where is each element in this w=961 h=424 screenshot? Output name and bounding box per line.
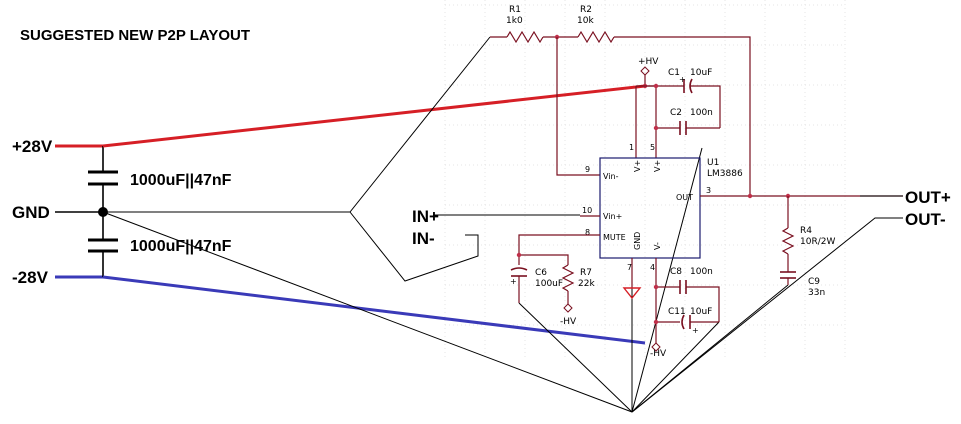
r7-resistor — [561, 264, 575, 304]
svg-text:+: + — [679, 75, 686, 84]
c8-ref: C8 — [670, 267, 682, 277]
upper-reservoir-capacitor — [88, 146, 118, 212]
c9-capacitor — [780, 271, 796, 285]
out-minus-label: OUT- — [905, 210, 946, 229]
u1-part: LM3886 — [707, 169, 743, 179]
pin-10-number: 10 — [582, 206, 592, 215]
r1-value: 1k0 — [506, 16, 523, 26]
pin-1-number: 1 — [629, 143, 634, 152]
star-to-c6-wire — [518, 302, 633, 413]
c9-value: 33n — [808, 288, 825, 298]
c9-ref: C9 — [808, 277, 820, 287]
pin-5-number: 5 — [650, 143, 655, 152]
r1-ref: R1 — [509, 5, 521, 15]
star-to-c2-wire — [631, 147, 703, 413]
pin-7-number: 7 — [627, 263, 632, 272]
in-minus-label: IN- — [412, 229, 435, 248]
r7-value: 22k — [578, 279, 595, 289]
r2-resistor — [577, 30, 751, 196]
pin-mute-label: MUTE — [603, 233, 626, 242]
neg-rail-label: -28V — [12, 268, 49, 287]
c1-capacitor: + — [664, 75, 721, 128]
pin-4-number: 4 — [650, 263, 655, 272]
pos-hv-net — [644, 75, 664, 87]
c11-value: 10uF — [690, 307, 712, 317]
c6-value: 100uF — [535, 279, 563, 289]
r4-ref: R4 — [800, 226, 812, 236]
pin-gnd-label: GND — [633, 232, 642, 250]
star-to-c11-wire — [631, 321, 720, 413]
pin-vplus-2-label: V+ — [653, 160, 662, 172]
r4-resistor — [781, 196, 795, 272]
neg-hv-terminal-c11 — [651, 342, 661, 352]
svg-text:+: + — [510, 277, 517, 286]
pos-supply-wire — [102, 84, 646, 148]
pin-vin-minus-label: Vin- — [603, 172, 619, 181]
pin-vin-plus-label: Vin+ — [603, 212, 622, 221]
lower-reservoir-capacitor — [88, 212, 118, 277]
c2-value: 100n — [690, 108, 713, 118]
pin-3-number: 3 — [706, 186, 711, 195]
r7-ref: R7 — [580, 268, 592, 278]
pos-rail-label: +28V — [12, 137, 53, 156]
star-to-out-minus-wire — [631, 217, 903, 413]
ground-symbol — [622, 287, 642, 300]
c2-ref: C2 — [670, 108, 682, 118]
gnd-rail-label: GND — [12, 203, 50, 222]
inverting-input-net — [556, 37, 600, 176]
pin-out-label: OUT — [676, 193, 693, 202]
c1-value: 10uF — [690, 68, 712, 78]
c6-ref: C6 — [535, 268, 547, 278]
lm3886-chip — [599, 157, 701, 259]
neg-hv-label-c11: -HV — [650, 349, 667, 359]
u1-ref: U1 — [707, 158, 719, 168]
svg-text:+: + — [692, 326, 699, 335]
c8-capacitor — [656, 280, 720, 322]
neg-hv-label-r7: -HV — [560, 317, 577, 327]
background-grid — [444, 0, 846, 360]
lower-capacitor-label: 1000uF||47nF — [130, 238, 232, 255]
c8-value: 100n — [690, 267, 713, 277]
r2-value: 10k — [577, 16, 594, 26]
neg-supply-wire — [102, 275, 646, 345]
in-plus-label: IN+ — [412, 207, 439, 226]
mute-net — [518, 234, 580, 265]
out-plus-label: OUT+ — [905, 188, 951, 207]
c2-capacitor — [656, 121, 720, 135]
r2-ref: R2 — [580, 5, 592, 15]
pin-9-number: 9 — [585, 165, 590, 174]
c11-ref: C11 — [668, 307, 686, 317]
r7-top-net — [519, 254, 569, 265]
upper-capacitor-label: 1000uF||47nF — [130, 172, 232, 189]
gnd-to-star-point-wire — [102, 211, 633, 413]
gnd-to-input-minus-wire — [349, 211, 479, 282]
pin-vplus-1-label: V+ — [633, 160, 642, 172]
pin-vminus-label: V- — [653, 242, 662, 250]
pin-8-number: 8 — [585, 228, 590, 237]
c11-capacitor: + — [656, 314, 719, 335]
r1-resistor — [490, 30, 578, 44]
r4-value: 10R/2W — [800, 237, 835, 247]
neg-hv-terminal-r7 — [563, 303, 573, 313]
pos-hv-label: +HV — [638, 57, 659, 67]
diagram-title: SUGGESTED NEW P2P LAYOUT — [20, 27, 250, 44]
c6-capacitor: + — [510, 267, 528, 303]
c1-ref: C1 — [668, 68, 680, 78]
